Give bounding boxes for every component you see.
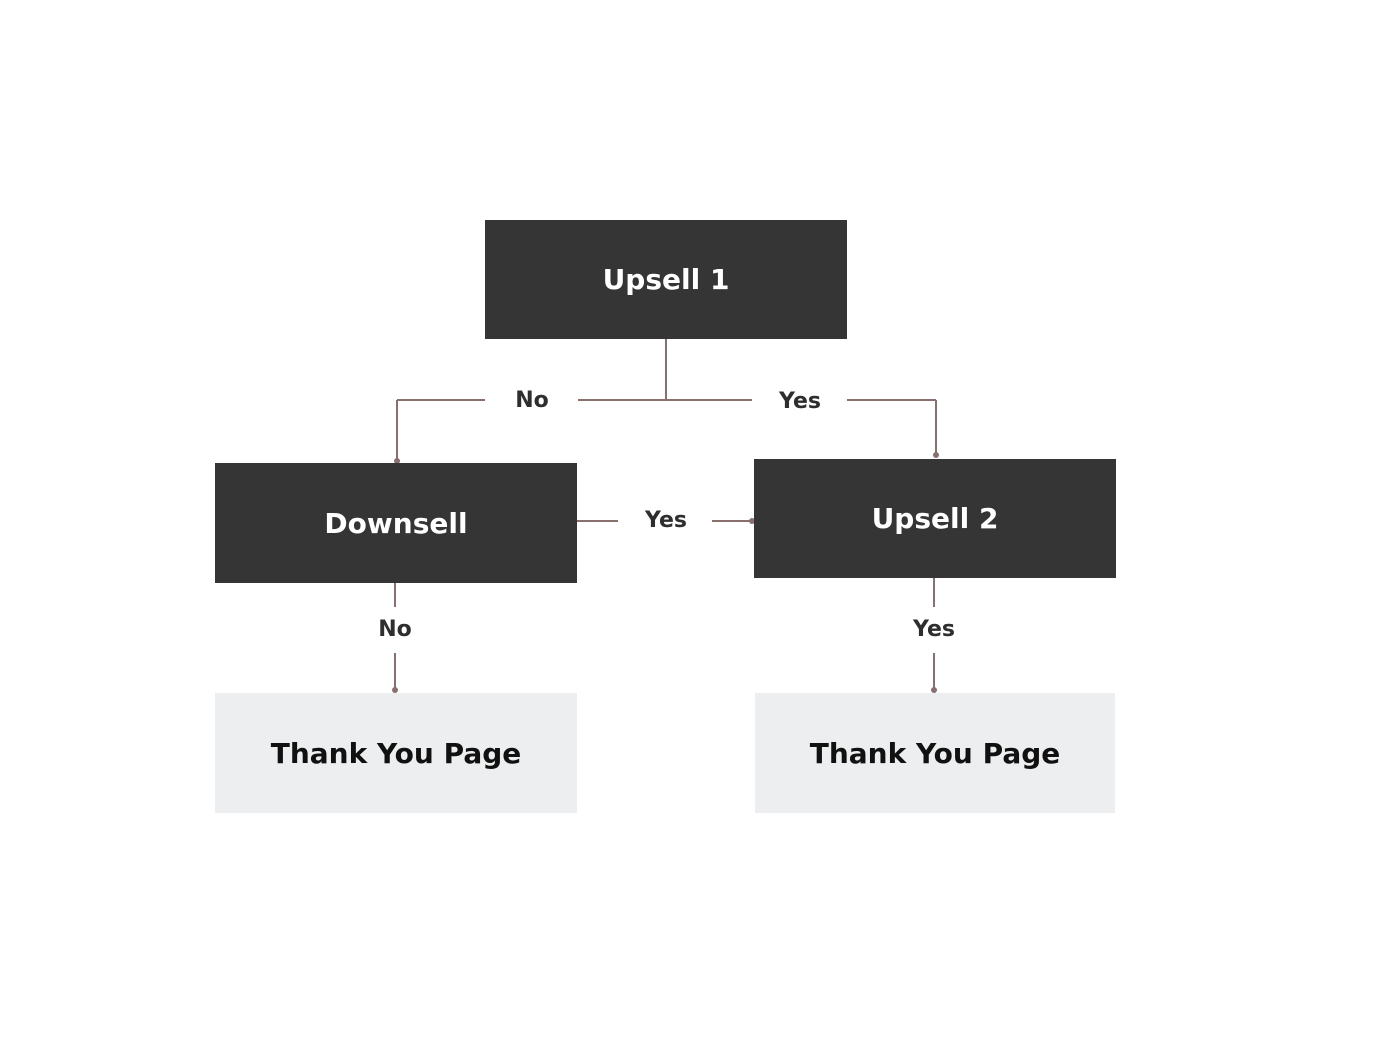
node-upsell-2: Upsell 2 — [754, 459, 1116, 578]
node-upsell-1: Upsell 1 — [485, 220, 847, 339]
edge-label-downsell-no: No — [360, 614, 430, 644]
node-thank-you-right: Thank You Page — [755, 693, 1115, 813]
node-thank-you-right-label: Thank You Page — [809, 736, 1061, 770]
node-downsell: Downsell — [215, 463, 577, 583]
connector-dot-thankyou-right — [931, 687, 937, 693]
edge-label-downsell-yes: Yes — [628, 505, 704, 535]
edge-label-upsell2-yes: Yes — [896, 614, 972, 644]
node-downsell-label: Downsell — [324, 506, 468, 540]
connector-dot-downsell-top — [394, 458, 400, 464]
node-upsell-1-label: Upsell 1 — [602, 263, 730, 296]
connector-dot-upsell2-left — [749, 518, 755, 524]
node-thank-you-left: Thank You Page — [215, 693, 577, 813]
edge-label-upsell1-yes: Yes — [762, 386, 838, 416]
connector-dot-upsell2-top — [933, 452, 939, 458]
node-upsell-2-label: Upsell 2 — [871, 502, 999, 535]
node-thank-you-left-label: Thank You Page — [270, 736, 522, 770]
edge-label-upsell1-no: No — [497, 385, 567, 415]
connector-dot-thankyou-left — [392, 687, 398, 693]
